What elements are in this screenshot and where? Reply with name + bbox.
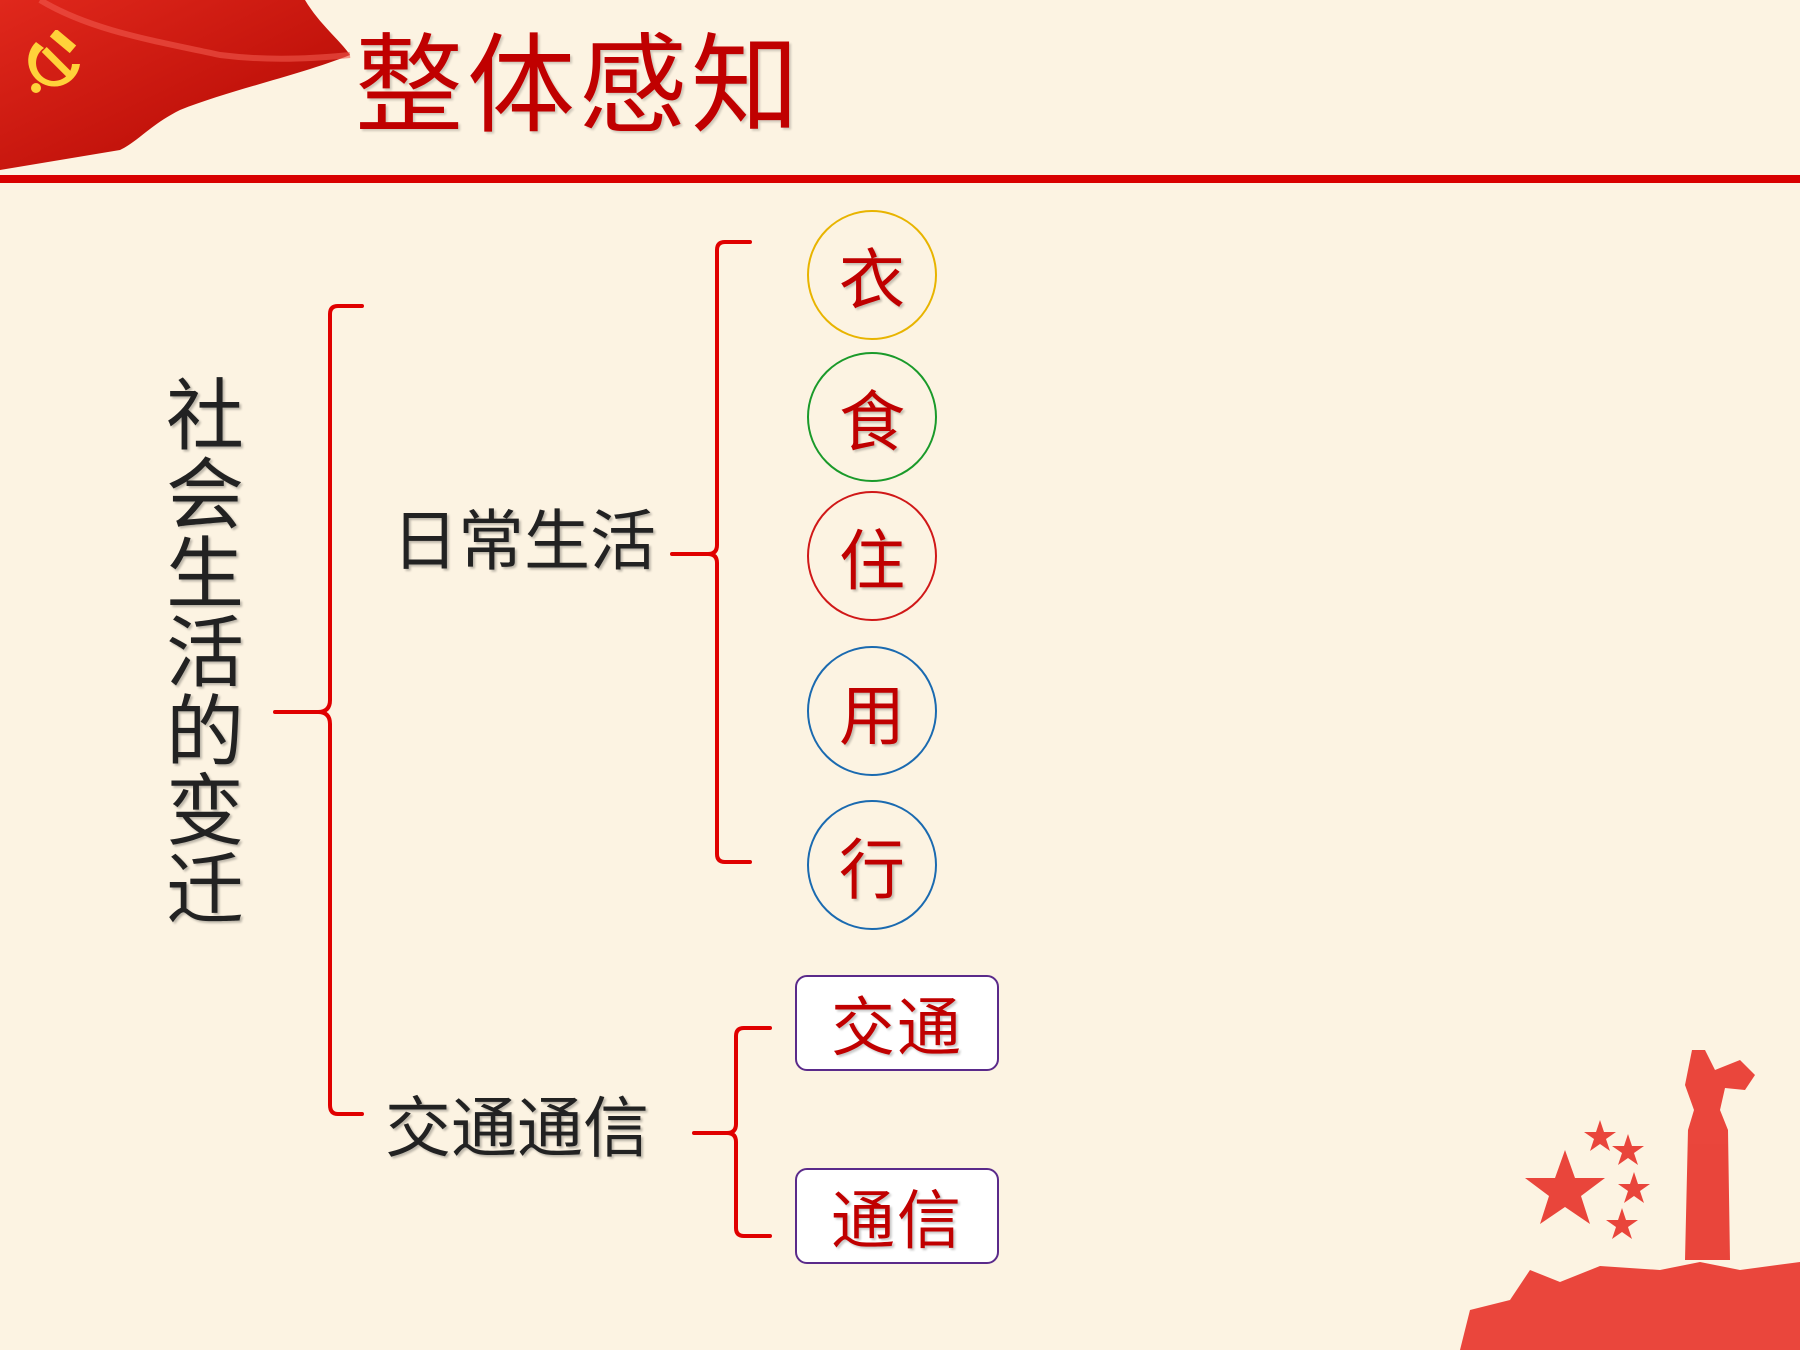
circle-clothing: 衣 <box>807 210 937 340</box>
branch-daily-life: 日常生活 <box>392 503 656 580</box>
box-communication: 通信 <box>795 1168 999 1264</box>
branch-transport-communication: 交通通信 <box>385 1090 649 1167</box>
large-star-icon <box>1525 1150 1605 1224</box>
page-title: 整体感知 <box>355 24 804 149</box>
circle-housing: 住 <box>807 491 937 621</box>
main-bracket <box>273 304 364 1116</box>
header-rule <box>0 175 1800 183</box>
circle-use: 用 <box>807 646 937 776</box>
small-star-icon <box>1606 1208 1638 1239</box>
small-star-icon <box>1584 1120 1616 1151</box>
daily-life-bracket <box>670 240 752 864</box>
root-label: 社会生活的变迁 <box>165 372 244 936</box>
small-star-icon <box>1612 1134 1644 1165</box>
circle-food: 食 <box>807 352 937 482</box>
header-decoration <box>0 0 1800 183</box>
box-transport: 交通 <box>795 975 999 1071</box>
monument-decoration <box>1460 1050 1800 1350</box>
flag-shape <box>0 0 350 170</box>
transport-bracket <box>692 1026 772 1238</box>
small-star-icon <box>1618 1172 1650 1203</box>
circle-travel: 行 <box>807 800 937 930</box>
hammer-sickle-icon <box>28 30 80 93</box>
